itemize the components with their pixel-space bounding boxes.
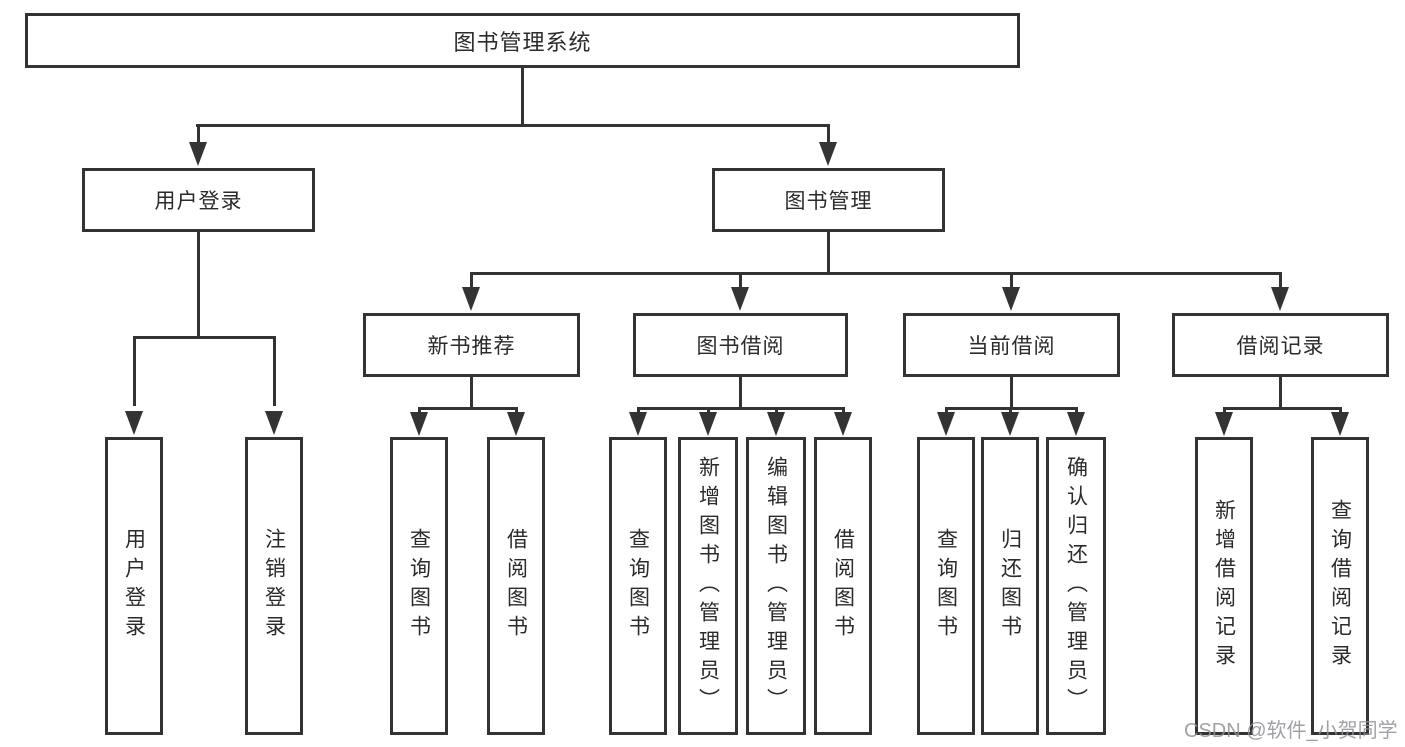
leaf-br-add-record: 新增借阅记录 bbox=[1195, 437, 1253, 735]
leaf-br-query-record: 查询借阅记录 bbox=[1311, 437, 1369, 735]
arrow-down-new-book bbox=[462, 287, 480, 311]
connector-drop-nb-borrow bbox=[515, 407, 518, 415]
connector-drop-new-book bbox=[470, 274, 473, 288]
leaf-cb-return-books-label: 归还图书 bbox=[998, 528, 1022, 644]
leaf-bb-add-books-admin: 新增图书（管理员） bbox=[678, 437, 738, 735]
arrow-down-current-borrow bbox=[1002, 287, 1020, 311]
arrow-down-borrow-records bbox=[1271, 287, 1289, 311]
leaf-nb-query-books-label: 查询图书 bbox=[407, 528, 431, 644]
node-user-login: 用户登录 bbox=[82, 168, 315, 232]
leaf-nb-query-books: 查询图书 bbox=[390, 437, 448, 735]
arrow-down-cb-return bbox=[1001, 412, 1019, 436]
node-library-management-system-label: 图书管理系统 bbox=[453, 29, 592, 55]
node-book-borrow-label: 图书借阅 bbox=[696, 335, 785, 358]
node-new-book-recommend-label: 新书推荐 bbox=[427, 335, 516, 358]
connector-borrow-records-stem bbox=[1279, 377, 1282, 409]
connector-drop-user-login bbox=[197, 124, 200, 146]
node-user-login-label: 用户登录 bbox=[154, 190, 243, 213]
connector-drop-borrow-records bbox=[1279, 274, 1282, 288]
leaf-user-login: 用户登录 bbox=[105, 437, 163, 735]
node-current-borrow-label: 当前借阅 bbox=[967, 335, 1056, 358]
watermark: CSDN @软件_小贺同学 bbox=[1184, 720, 1398, 742]
arrow-down-book-management bbox=[819, 142, 837, 166]
connector-drop-cb-confirm bbox=[1075, 407, 1078, 415]
connector-borrow-records-branch bbox=[1223, 407, 1342, 410]
connector-drop-bb-query bbox=[637, 407, 640, 415]
connector-drop-nb-query bbox=[418, 407, 421, 415]
leaf-cb-query-books-label: 查询图书 bbox=[934, 528, 958, 644]
connector-drop-bb-borrow bbox=[842, 407, 845, 415]
connector-user-login-stem bbox=[197, 232, 200, 336]
node-book-management: 图书管理 bbox=[712, 168, 945, 232]
arrow-down-book-borrow bbox=[731, 287, 749, 311]
connector-drop-login-leaf bbox=[133, 336, 136, 406]
leaf-cb-query-books: 查询图书 bbox=[917, 437, 975, 735]
arrow-down-nb-borrow bbox=[507, 412, 525, 436]
arrow-down-user-login bbox=[189, 142, 207, 166]
connector-drop-cb-return bbox=[1009, 407, 1012, 415]
leaf-logout: 注销登录 bbox=[245, 437, 303, 735]
arrow-down-login-leaf bbox=[125, 411, 143, 435]
connector-drop-book-management bbox=[827, 124, 830, 146]
connector-root-stem bbox=[521, 68, 524, 124]
connector-drop-bb-edit bbox=[775, 407, 778, 415]
connector-new-book-stem bbox=[470, 377, 473, 409]
connector-book-management-stem bbox=[827, 232, 830, 274]
connector-drop-bb-add bbox=[707, 407, 710, 415]
arrow-down-logout-leaf bbox=[265, 411, 283, 435]
node-book-management-label: 图书管理 bbox=[784, 190, 873, 213]
leaf-bb-query-books-label: 查询图书 bbox=[626, 528, 650, 644]
arrow-down-br-add bbox=[1215, 412, 1233, 436]
node-library-management-system: 图书管理系统 bbox=[25, 13, 1020, 68]
connector-drop-logout-leaf bbox=[273, 336, 276, 406]
arrow-down-bb-add bbox=[699, 412, 717, 436]
connector-drop-cb-query bbox=[945, 407, 948, 415]
leaf-bb-edit-books-admin: 编辑图书（管理员） bbox=[746, 437, 806, 735]
leaf-cb-confirm-return-admin-label: 确认归还（管理员） bbox=[1064, 455, 1088, 717]
leaf-bb-add-books-admin-label: 新增图书（管理员） bbox=[696, 455, 720, 717]
arrow-down-cb-query bbox=[937, 412, 955, 436]
leaf-nb-borrow-books: 借阅图书 bbox=[487, 437, 545, 735]
leaf-bb-query-books: 查询图书 bbox=[609, 437, 667, 735]
connector-current-borrow-stem bbox=[1010, 377, 1013, 409]
connector-book-management-branch bbox=[470, 272, 1282, 275]
node-borrow-records: 借阅记录 bbox=[1172, 313, 1389, 377]
leaf-user-login-label: 用户登录 bbox=[122, 528, 146, 644]
arrow-down-bb-query bbox=[629, 412, 647, 436]
arrow-down-cb-confirm bbox=[1067, 412, 1085, 436]
connector-root-branch bbox=[196, 124, 830, 127]
leaf-br-add-record-label: 新增借阅记录 bbox=[1212, 499, 1236, 673]
arrow-down-br-query bbox=[1331, 412, 1349, 436]
leaf-cb-return-books: 归还图书 bbox=[981, 437, 1039, 735]
connector-drop-book-borrow bbox=[739, 274, 742, 288]
node-book-borrow: 图书借阅 bbox=[633, 313, 848, 377]
arrow-down-nb-query bbox=[410, 412, 428, 436]
leaf-nb-borrow-books-label: 借阅图书 bbox=[504, 528, 528, 644]
connector-book-borrow-branch bbox=[637, 407, 845, 410]
arrow-down-bb-borrow bbox=[834, 412, 852, 436]
arrow-down-bb-edit bbox=[767, 412, 785, 436]
connector-drop-br-query bbox=[1339, 407, 1342, 415]
leaf-logout-label: 注销登录 bbox=[262, 528, 286, 644]
connector-book-borrow-stem bbox=[739, 377, 742, 409]
connector-new-book-branch bbox=[418, 407, 518, 410]
leaf-bb-borrow-books: 借阅图书 bbox=[814, 437, 872, 735]
node-borrow-records-label: 借阅记录 bbox=[1236, 335, 1325, 358]
node-new-book-recommend: 新书推荐 bbox=[363, 313, 580, 377]
node-current-borrow: 当前借阅 bbox=[903, 313, 1120, 377]
leaf-cb-confirm-return-admin: 确认归还（管理员） bbox=[1046, 437, 1106, 735]
leaf-br-query-record-label: 查询借阅记录 bbox=[1328, 499, 1352, 673]
connector-drop-br-add bbox=[1223, 407, 1226, 415]
leaf-bb-edit-books-admin-label: 编辑图书（管理员） bbox=[764, 455, 788, 717]
connector-user-login-branch bbox=[133, 336, 276, 339]
connector-drop-current-borrow bbox=[1010, 274, 1013, 288]
leaf-bb-borrow-books-label: 借阅图书 bbox=[831, 528, 855, 644]
